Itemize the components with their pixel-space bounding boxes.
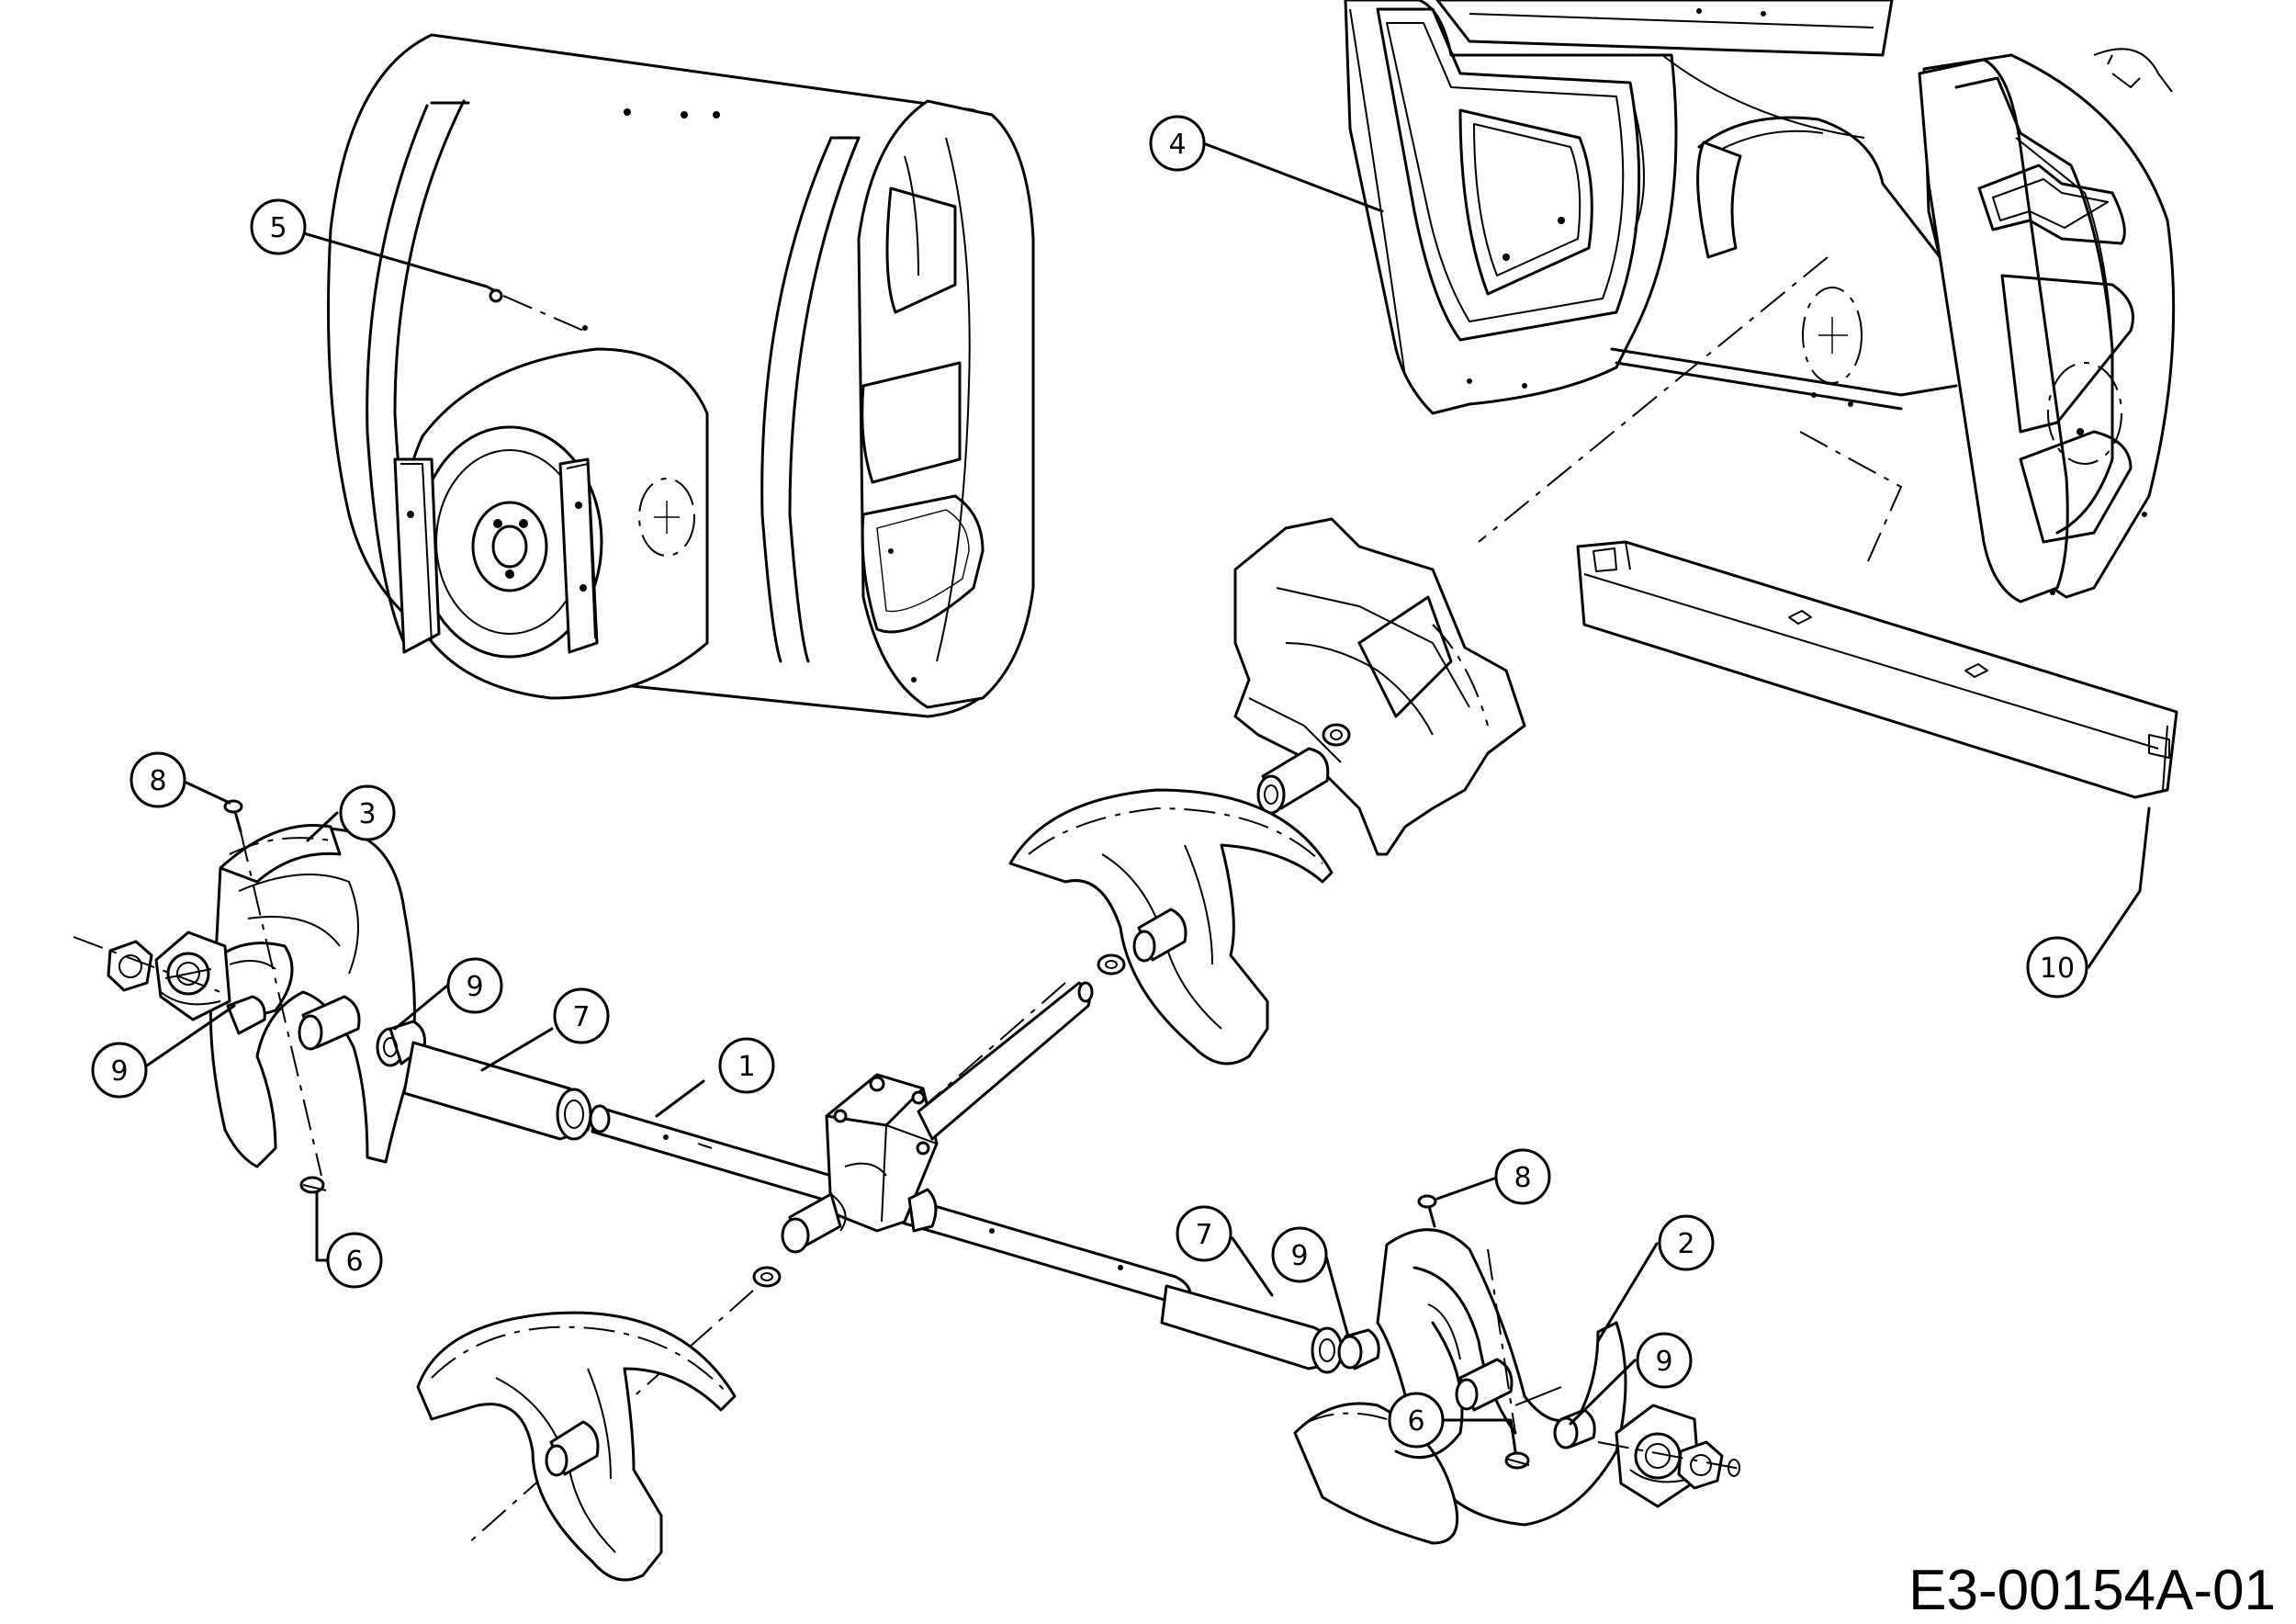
callout-8-right: 8 — [1494, 1148, 1551, 1205]
left-bushings — [226, 995, 426, 1067]
callout-9-b: 9 — [91, 1042, 148, 1099]
svg-text:6: 6 — [1407, 1405, 1424, 1438]
svg-text:10: 10 — [2040, 953, 2075, 985]
callout-6-right: 6 — [1388, 1392, 1445, 1449]
cotter-pin-left — [299, 1176, 327, 1194]
callout-5: 5 — [250, 198, 307, 255]
washer-lower — [752, 1266, 782, 1288]
callout-4: 4 — [1149, 115, 1206, 172]
callout-1: 1 — [718, 1037, 775, 1094]
callouts: 1 2 3 4 5 6 6 7 — [91, 115, 2088, 1449]
auger-blade-right — [1293, 1228, 1627, 1545]
drawing-code: E3-00154A-01 — [1908, 1559, 2276, 1622]
svg-text:7: 7 — [572, 1001, 590, 1033]
svg-text:8: 8 — [149, 765, 166, 797]
callout-2: 2 — [1658, 1214, 1715, 1271]
svg-text:3: 3 — [358, 798, 376, 830]
callout-10: 10 — [2026, 936, 2088, 998]
callout-8-left: 8 — [129, 751, 186, 808]
callout-3: 3 — [339, 784, 396, 841]
right-bushing — [1553, 1408, 1596, 1449]
auger-housing-side-view — [327, 33, 1035, 718]
auger-blade-lower-left — [416, 1311, 737, 1582]
svg-text:4: 4 — [1168, 129, 1186, 161]
svg-text:2: 2 — [1677, 1228, 1694, 1260]
svg-text:9: 9 — [466, 971, 483, 1003]
spacer-tube-right — [1160, 1284, 1380, 1374]
shear-bolt-right — [1417, 1194, 1437, 1228]
svg-text:7: 7 — [1195, 1219, 1212, 1251]
svg-text:9: 9 — [110, 1055, 128, 1088]
hub-flange-right — [1597, 1404, 1746, 1508]
svg-text:9: 9 — [1655, 1346, 1672, 1378]
callout-9-a: 9 — [446, 957, 503, 1014]
cotter-pin-right — [1504, 1451, 1530, 1470]
svg-text:5: 5 — [269, 212, 287, 244]
callout-7-left: 7 — [553, 987, 610, 1044]
leader-lines — [145, 142, 2151, 1453]
gearbox — [781, 981, 1094, 1254]
spacer-tube-left — [402, 1041, 592, 1141]
hub-flange-left — [73, 930, 231, 1021]
svg-text:9: 9 — [1290, 1240, 1308, 1272]
callout-7-right: 7 — [1176, 1205, 1232, 1262]
callout-9-c: 9 — [1271, 1226, 1328, 1283]
callout-9-d: 9 — [1636, 1332, 1693, 1389]
callout-6-left: 6 — [326, 1232, 383, 1289]
auger-housing-front-view — [1344, 0, 2176, 603]
auger-blade-upper-center — [1008, 788, 1334, 1066]
washer — [1097, 953, 1126, 976]
svg-text:1: 1 — [737, 1051, 755, 1083]
svg-text:8: 8 — [1514, 1162, 1531, 1194]
scraper-bar — [1576, 540, 2178, 799]
svg-text:6: 6 — [345, 1246, 363, 1278]
impeller-right-upper — [1233, 517, 1526, 856]
auger-blade-left — [208, 823, 416, 1168]
